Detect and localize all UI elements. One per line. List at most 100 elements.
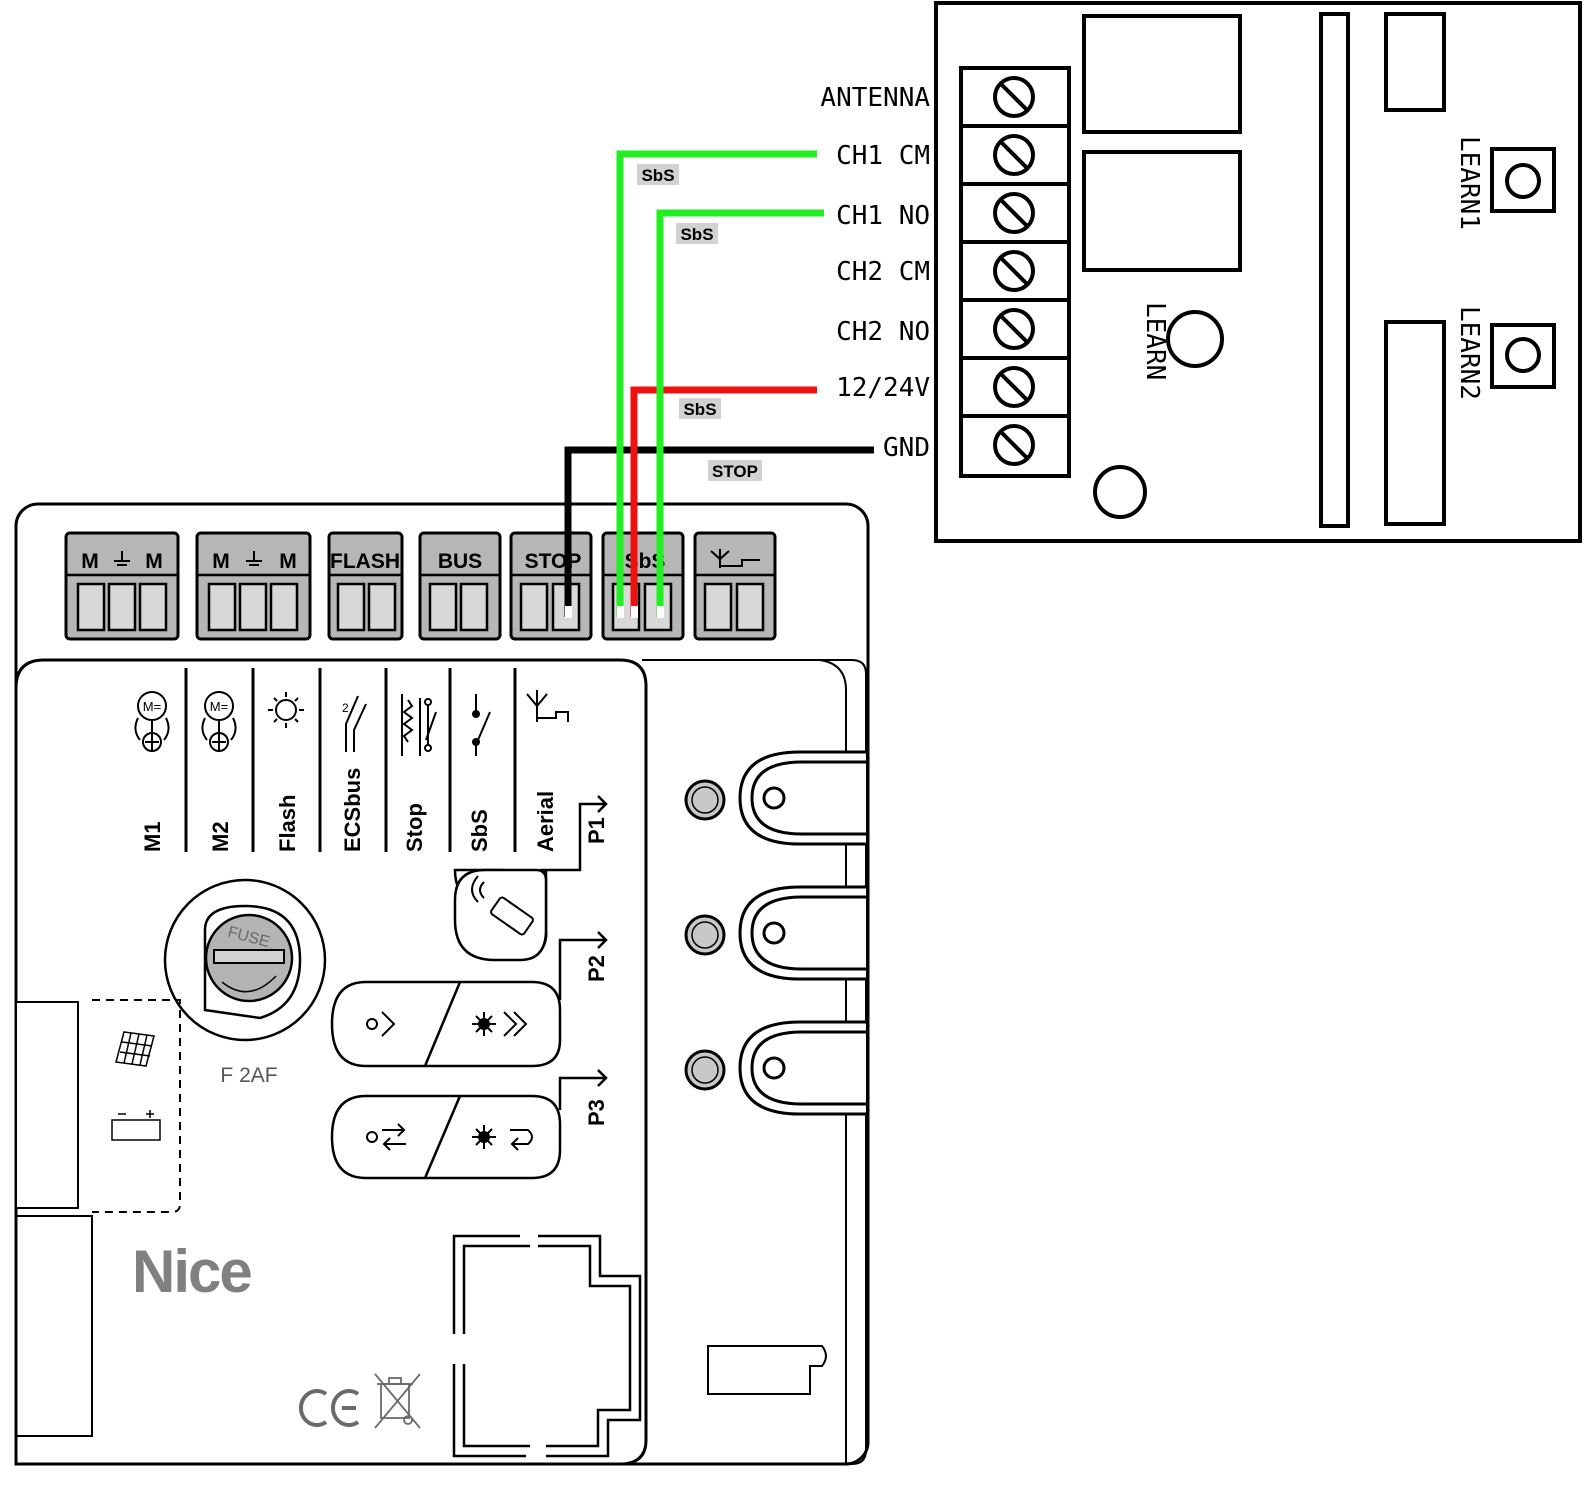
receiver-module: ANTENNA CH1 CM CH1 NO CH2 CM CH2 NO 12/2… [820, 1, 1582, 543]
battery-connector-slot [15, 1001, 79, 1209]
wire-tag-sbs-1: SbS [641, 166, 674, 185]
ce-mark-icon [298, 1389, 360, 1427]
wire-tag-sbs-3: SbS [683, 400, 716, 419]
wire-ch1no-sbs [656, 209, 824, 617]
screw-icon [993, 308, 1035, 350]
p1-leader [540, 795, 608, 872]
terminal-label-ch1-no: CH1 NO [836, 201, 930, 231]
ground-symbol-icon [114, 551, 130, 566]
wire-tag-bg [676, 223, 718, 244]
svg-text:M=: M= [143, 699, 161, 714]
wire-supply-sbs [630, 386, 817, 617]
terminal-label-stop: STOP [525, 550, 582, 573]
terminal-blocks [64, 531, 777, 641]
wires [564, 150, 874, 617]
wire-tag-sbs-2: SbS [680, 225, 713, 244]
motor-icon: M= [201, 691, 237, 752]
learn1-button-icon [1505, 163, 1541, 199]
panel-label-ecsbus: ECSbus [340, 768, 365, 852]
control-unit: M M M M FLASH BUS STOP SbS [14, 502, 870, 1466]
flash-lamp-icon [268, 692, 304, 728]
screw-icon [993, 424, 1035, 466]
solar-panel-icon [115, 1031, 155, 1067]
label-tab [707, 1345, 827, 1395]
motor-icon: M= [134, 691, 170, 752]
terminal-slots [76, 582, 765, 632]
p3-button[interactable] [330, 1094, 562, 1180]
p3-label: P3 [584, 1099, 609, 1126]
wire-tag-bg [679, 398, 721, 419]
p2-leader [558, 931, 608, 1000]
terminal-label-gnd: GND [883, 433, 930, 463]
learn-led-icon [1166, 310, 1224, 368]
receiver-screw-terminals [961, 76, 1069, 466]
label-panel [14, 658, 648, 1466]
aerial-terminal-icon [710, 549, 760, 568]
learn2-button-icon [1505, 337, 1541, 373]
learn1-button[interactable] [1490, 147, 1556, 213]
weee-bin-icon [374, 1373, 421, 1429]
stop-safety-icon [401, 694, 437, 756]
wire-tag-bg [637, 164, 679, 185]
fuse-rating: F 2AF [220, 1064, 277, 1087]
terminal-label-ch1-cm: CH1 CM [836, 141, 930, 171]
screw-icon [993, 76, 1035, 118]
remote-control-icon [471, 875, 534, 936]
fuse-holder: FUSE F 2AF [163, 878, 327, 1087]
battery-icon [111, 1110, 161, 1141]
panel-label-sbs: SbS [467, 809, 492, 852]
brand-logo: Nice [132, 1238, 251, 1305]
light-return-icon [472, 1125, 533, 1151]
terminal-label-ch2-no: CH2 NO [836, 317, 930, 347]
terminal-label-ch2-cm: CH2 CM [836, 257, 930, 287]
learn2-label: LEARN2 [1454, 306, 1484, 400]
light-fast-forward-icon [472, 1011, 528, 1037]
status-leds [684, 779, 726, 1091]
panel-dividers [184, 668, 517, 852]
screw-icon [993, 134, 1035, 176]
receiver-led-icon [1093, 465, 1147, 519]
p2-divider [423, 981, 462, 1067]
receiver-terminal-labels: ANTENNA CH1 CM CH1 NO CH2 CM CH2 NO 12/2… [820, 83, 930, 463]
terminal-label-flash: FLASH [330, 550, 400, 573]
receiver-component-top [1384, 12, 1446, 112]
side-slot [15, 1215, 93, 1437]
svg-text:2: 2 [342, 701, 349, 715]
learn-label: LEARN [1140, 302, 1170, 380]
p3-divider [423, 1095, 462, 1179]
panel-label-stop: Stop [402, 803, 427, 852]
panel-label-m1: M1 [140, 821, 165, 852]
screw-icon [993, 366, 1035, 408]
panel-labels: M1 M2 Flash ECSbus Stop SbS Aerial [140, 768, 558, 852]
reverse-arrows-icon [366, 1123, 406, 1151]
panel-label-aerial: Aerial [533, 791, 558, 852]
wire-tag-bg [708, 460, 762, 481]
screw-icon [993, 250, 1035, 292]
p1-button[interactable] [453, 868, 548, 962]
connector-socket [452, 1234, 642, 1458]
p2-button[interactable] [330, 980, 562, 1068]
terminal-label-supply: 12/24V [836, 373, 930, 403]
svg-text:M=: M= [210, 699, 228, 714]
open-step-icon [366, 1011, 396, 1037]
learn1-label: LEARN1 [1454, 136, 1484, 230]
wire-ends [565, 606, 664, 618]
ground-symbol-icon [246, 551, 262, 566]
receiver-connector-bar [1319, 12, 1350, 528]
wire-tags: SbS SbS SbS STOP [637, 164, 762, 481]
panel-label-flash: Flash [275, 795, 300, 852]
terminal-label-m: M [212, 550, 230, 573]
ecsbus-icon: 2 [342, 695, 367, 752]
inner-case-edge [819, 659, 847, 1464]
screw-icon [993, 192, 1035, 234]
wire-tag-stop: STOP [712, 462, 758, 481]
relay-2 [1082, 150, 1242, 272]
option-area-outline [92, 999, 181, 1213]
p3-leader [558, 1069, 608, 1110]
aerial-icon [526, 690, 569, 722]
terminal-label-m: M [279, 550, 297, 573]
terminal-label-antenna: ANTENNA [820, 83, 930, 113]
relay-1 [1082, 14, 1242, 134]
p1-label: P1 [584, 817, 609, 844]
